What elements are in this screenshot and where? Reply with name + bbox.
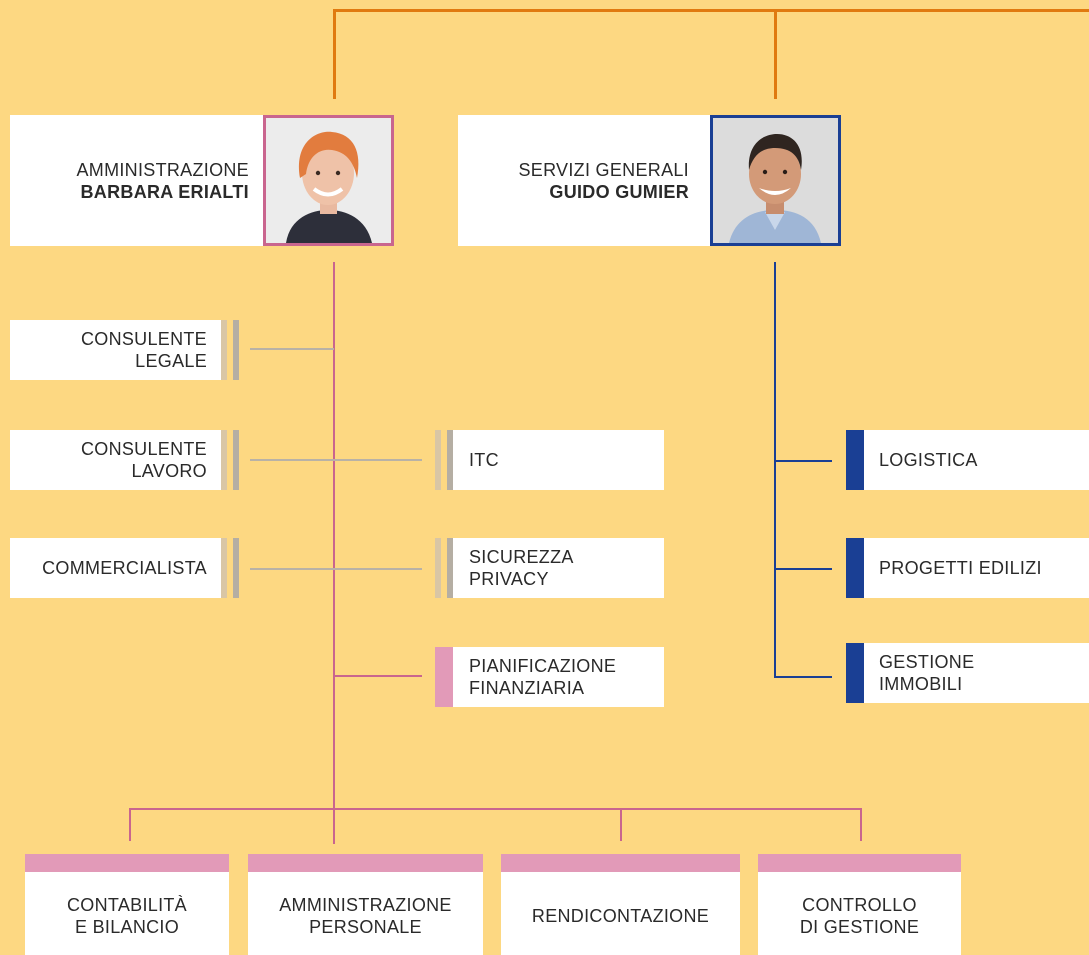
external-commercialista: COMMERCIALISTA bbox=[10, 538, 221, 598]
staff-marker-bar bbox=[435, 647, 453, 707]
node-label-line2: FINANZIARIA bbox=[469, 678, 585, 698]
connector-unit-3 bbox=[620, 808, 622, 841]
node-label-line2: E BILANCIO bbox=[74, 917, 180, 937]
amministrazione-trunk bbox=[333, 262, 335, 844]
connector-gestione-immobili bbox=[774, 676, 832, 678]
node-label-line2: PERSONALE bbox=[309, 917, 422, 937]
staff-pianificazione-finanziaria: PIANIFICAZIONE FINANZIARIA bbox=[453, 647, 664, 707]
service-progetti-edilizi: PROGETTI EDILIZI bbox=[864, 538, 1089, 598]
unit-contabilita-bilancio: CONTABILITÀ E BILANCIO bbox=[25, 872, 229, 955]
staff-itc: ITC bbox=[453, 430, 664, 490]
node-label-line1: LOGISTICA bbox=[879, 450, 978, 470]
connector-commercialista-sicurezza bbox=[250, 568, 422, 570]
manager-photo-barbara bbox=[263, 115, 394, 246]
node-label-line1: SICUREZZA bbox=[469, 547, 574, 567]
unit-amministrazione-personale: AMMINISTRAZIONE PERSONALE bbox=[248, 872, 483, 955]
unit-header-bar bbox=[758, 854, 961, 872]
connector-to-servizi-generali bbox=[774, 9, 777, 99]
unit-header-bar bbox=[25, 854, 229, 872]
service-marker-bar bbox=[846, 643, 864, 703]
connector-consulente-lavoro-itc bbox=[250, 459, 422, 461]
external-marker-bar bbox=[233, 430, 239, 490]
connector-consulente-legale bbox=[250, 348, 334, 350]
unit-controllo-gestione: CONTROLLO DI GESTIONE bbox=[758, 872, 961, 955]
connector-pianificazione bbox=[333, 675, 422, 677]
node-label-line2: IMMOBILI bbox=[879, 674, 963, 694]
staff-marker-bar bbox=[447, 430, 453, 490]
man-portrait-icon bbox=[713, 118, 838, 243]
servizi-generali-trunk bbox=[774, 262, 776, 678]
manager-name: BARBARA ERIALTI bbox=[80, 182, 249, 202]
manager-photo-guido bbox=[710, 115, 841, 246]
external-marker-bar bbox=[233, 320, 239, 380]
service-gestione-immobili: GESTIONE IMMOBILI bbox=[864, 643, 1089, 703]
staff-marker-bar bbox=[435, 430, 441, 490]
node-label-line2: LEGALE bbox=[135, 351, 207, 371]
node-label-line1: AMMINISTRAZIONE bbox=[279, 895, 452, 915]
node-label-line1: CONSULENTE bbox=[80, 329, 207, 349]
manager-name: GUIDO GUMIER bbox=[549, 182, 689, 202]
node-label-line1: GESTIONE bbox=[879, 652, 975, 672]
node-label-line1: PIANIFICAZIONE bbox=[469, 656, 617, 676]
connector-logistica bbox=[774, 460, 832, 462]
manager-role: AMMINISTRAZIONE bbox=[76, 160, 249, 180]
external-marker-bar bbox=[221, 538, 227, 598]
staff-marker-bar bbox=[447, 538, 453, 598]
node-label-line2: DI GESTIONE bbox=[799, 917, 920, 937]
node-label-line1: CONSULENTE bbox=[80, 439, 207, 459]
connector-unit-4 bbox=[860, 808, 862, 841]
manager-card-servizi-generali: SERVIZI GENERALI GUIDO GUMIER bbox=[458, 115, 713, 246]
manager-role: SERVIZI GENERALI bbox=[518, 160, 689, 180]
connector-to-amministrazione bbox=[333, 9, 336, 99]
connector-progetti-edilizi bbox=[774, 568, 832, 570]
woman-portrait-icon bbox=[266, 118, 391, 243]
units-bus bbox=[129, 808, 862, 810]
staff-sicurezza-privacy: SICUREZZA PRIVACY bbox=[453, 538, 664, 598]
external-marker-bar bbox=[221, 430, 227, 490]
external-consulente-legale: CONSULENTE LEGALE bbox=[10, 320, 221, 380]
service-marker-bar bbox=[846, 430, 864, 490]
unit-header-bar bbox=[248, 854, 483, 872]
unit-header-bar bbox=[501, 854, 740, 872]
connector-unit-1 bbox=[129, 808, 131, 841]
node-label-line1: ITC bbox=[469, 450, 499, 470]
staff-marker-bar bbox=[435, 538, 441, 598]
node-label-line1: RENDICONTAZIONE bbox=[531, 906, 710, 926]
top-connector-bus bbox=[333, 9, 1089, 12]
node-label-line2: PRIVACY bbox=[469, 569, 549, 589]
node-label-line1: CONTABILITÀ bbox=[67, 895, 187, 915]
unit-rendicontazione: RENDICONTAZIONE bbox=[501, 872, 740, 955]
external-marker-bar bbox=[233, 538, 239, 598]
service-marker-bar bbox=[846, 538, 864, 598]
node-label-line2: LAVORO bbox=[131, 461, 207, 481]
manager-card-amministrazione: AMMINISTRAZIONE BARBARA ERIALTI bbox=[10, 115, 265, 246]
node-label-line1: COMMERCIALISTA bbox=[42, 558, 207, 578]
node-label-line1: CONTROLLO bbox=[802, 895, 917, 915]
external-marker-bar bbox=[221, 320, 227, 380]
external-consulente-lavoro: CONSULENTE LAVORO bbox=[10, 430, 221, 490]
service-logistica: LOGISTICA bbox=[864, 430, 1089, 490]
node-label-line1: PROGETTI EDILIZI bbox=[879, 558, 1042, 578]
